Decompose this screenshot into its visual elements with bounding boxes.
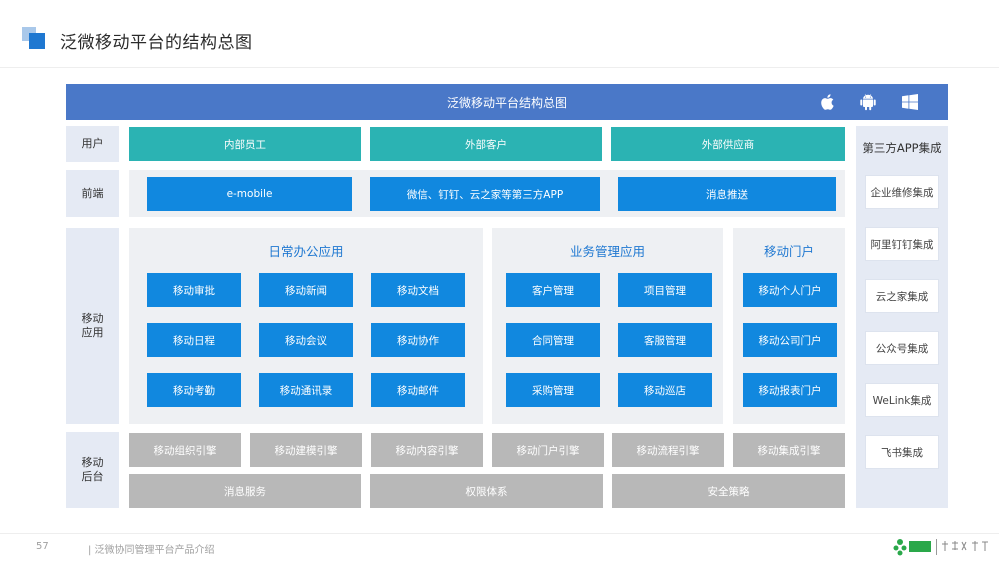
portal-company: 移动公司门户 <box>743 323 837 357</box>
engine-integration: 移动集成引擎 <box>733 433 845 467</box>
header-divider <box>0 67 999 68</box>
service-permissions: 权限体系 <box>370 474 603 508</box>
office-app-collaboration: 移动协作 <box>371 323 465 357</box>
diagram-banner: 泛微移动平台结构总图 <box>66 84 948 120</box>
apple-icon <box>821 94 834 110</box>
title-logo-square-front <box>29 33 45 49</box>
engine-content: 移动内容引擎 <box>371 433 483 467</box>
weaver-logo <box>893 539 988 556</box>
user-external-supplier: 外部供应商 <box>611 127 845 161</box>
office-app-news: 移动新闻 <box>259 273 353 307</box>
page-number: 57 <box>36 541 49 552</box>
frontend-push-notification: 消息推送 <box>618 177 836 211</box>
office-app-approval: 移动审批 <box>147 273 241 307</box>
user-external-customer: 外部客户 <box>370 127 602 161</box>
portal-personal: 移动个人门户 <box>743 273 837 307</box>
frontend-third-party-apps: 微信、钉钉、云之家等第三方APP <box>370 177 600 211</box>
office-app-attendance: 移动考勤 <box>147 373 241 407</box>
business-app-store-patrol: 移动巡店 <box>618 373 712 407</box>
office-app-meeting: 移动会议 <box>259 323 353 357</box>
business-app-customer: 客户管理 <box>506 273 600 307</box>
business-apps-title: 业务管理应用 <box>569 243 645 259</box>
row-label-mobile-app: 移动 应用 <box>66 228 119 424</box>
integration-dingtalk: 阿里钉钉集成 <box>865 227 939 261</box>
integration-official-account: 公众号集成 <box>865 331 939 365</box>
integration-yunzhijia: 云之家集成 <box>865 279 939 313</box>
integration-feishu: 飞书集成 <box>865 435 939 469</box>
row-label-users: 用户 <box>66 126 119 162</box>
portal-report: 移动报表门户 <box>743 373 837 407</box>
engine-organization: 移动组织引擎 <box>129 433 241 467</box>
service-messaging: 消息服务 <box>129 474 361 508</box>
footer-divider <box>0 533 999 534</box>
row-label-backend: 移动 后台 <box>66 432 119 508</box>
engine-workflow: 移动流程引擎 <box>612 433 724 467</box>
business-app-purchase: 采购管理 <box>506 373 600 407</box>
engine-portal: 移动门户引擎 <box>492 433 604 467</box>
business-app-service: 客服管理 <box>618 323 712 357</box>
row-label-frontend: 前端 <box>66 170 119 217</box>
service-security-policy: 安全策略 <box>612 474 845 508</box>
business-app-contract: 合同管理 <box>506 323 600 357</box>
office-app-documents: 移动文档 <box>371 273 465 307</box>
diagram-title: 泛微移动平台结构总图 <box>446 96 567 110</box>
business-app-project: 项目管理 <box>618 273 712 307</box>
integration-maintenance: 企业维修集成 <box>865 175 939 209</box>
office-app-schedule: 移动日程 <box>147 323 241 357</box>
third-party-title: 第三方APP集成 <box>862 141 942 155</box>
engine-modeling: 移动建模引擎 <box>250 433 362 467</box>
frontend-e-mobile: e-mobile <box>147 177 352 211</box>
windows-icon <box>902 94 918 110</box>
footer-caption: | 泛微协同管理平台产品介绍 <box>88 545 215 556</box>
page-title: 泛微移动平台的结构总图 <box>60 33 253 53</box>
office-app-mail: 移动邮件 <box>371 373 465 407</box>
portal-title: 移动门户 <box>763 243 814 259</box>
office-app-contacts: 移动通讯录 <box>259 373 353 407</box>
user-internal-staff: 内部员工 <box>129 127 361 161</box>
android-icon <box>860 93 876 111</box>
integration-welink: WeLink集成 <box>865 383 939 417</box>
office-apps-title: 日常办公应用 <box>268 243 344 259</box>
